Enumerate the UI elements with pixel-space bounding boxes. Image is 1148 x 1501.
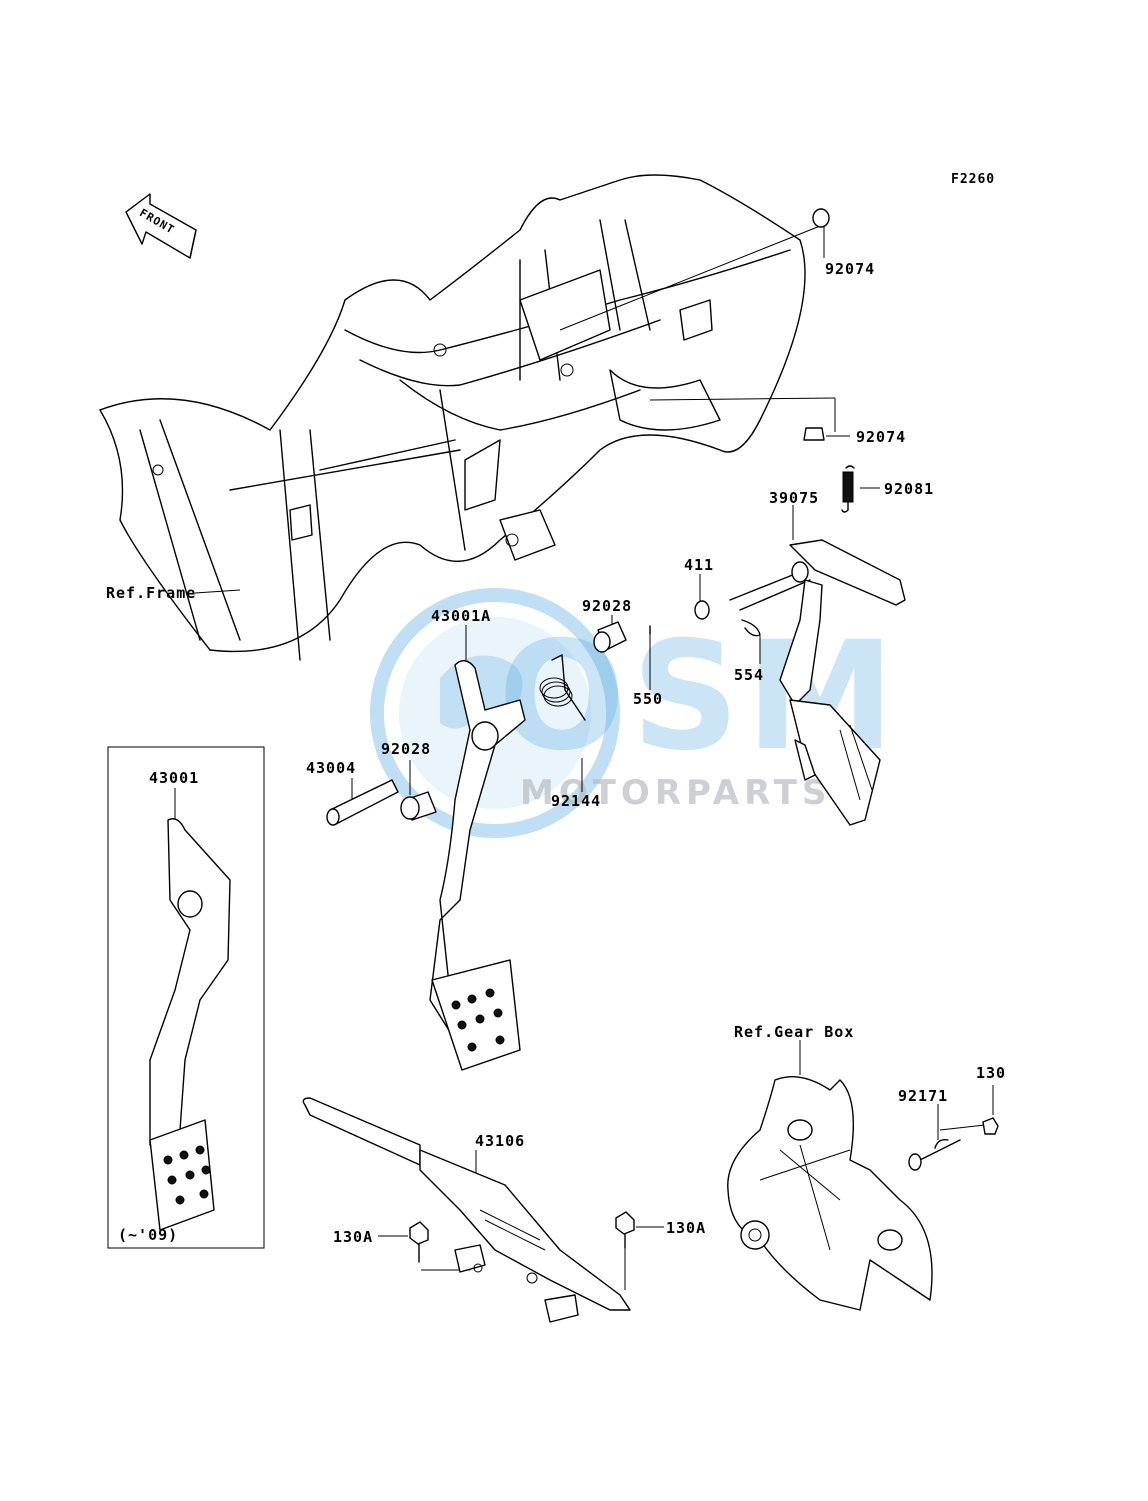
part-label-43001A: 43001A <box>431 607 492 625</box>
bolt-130A-right <box>615 1211 635 1249</box>
inset-box <box>107 746 265 1249</box>
brake-lever-39075 <box>729 539 906 826</box>
watermark-sub: MOTORPARTS <box>520 773 832 813</box>
front-arrow-icon <box>125 193 197 259</box>
brake-pedal-43001 <box>149 818 231 1231</box>
part-label-92171: 92171 <box>898 1087 949 1105</box>
part-label-92144: 92144 <box>551 792 602 810</box>
ref-frame-label: Ref.Frame <box>106 584 197 602</box>
cap-92074-mid <box>803 427 825 441</box>
figure-code: F2260 <box>951 172 996 187</box>
part-label-130: 130 <box>976 1064 1007 1082</box>
part-label-43004: 43004 <box>306 759 357 777</box>
pin-43004 <box>326 779 399 826</box>
part-label-411: 411 <box>684 556 715 574</box>
part-label-39075: 39075 <box>769 489 820 507</box>
part-label-92074-top: 92074 <box>825 260 876 278</box>
ref-gear-box-label: Ref.Gear Box <box>734 1023 855 1041</box>
part-label-554: 554 <box>734 666 765 684</box>
cap-92074-top <box>812 208 830 228</box>
washer-411 <box>694 600 710 620</box>
part-label-92081: 92081 <box>884 480 935 498</box>
part-label-92028-a: 92028 <box>582 597 633 615</box>
part-label-130A-right: 130A <box>666 1219 707 1237</box>
part-label-43106: 43106 <box>475 1132 526 1150</box>
clip-554 <box>741 619 761 637</box>
inset-note: (~'09) <box>118 1226 179 1244</box>
part-label-92074-mid: 92074 <box>856 428 907 446</box>
part-label-43001: 43001 <box>149 769 200 787</box>
pin-92171 <box>908 1138 961 1171</box>
gear-box-drawing <box>727 1076 933 1311</box>
frame-drawing <box>99 174 806 661</box>
part-label-92028-b: 92028 <box>381 740 432 758</box>
spring-92144 <box>539 654 586 721</box>
bolt-130 <box>982 1117 999 1135</box>
brake-pedal-43001A <box>429 660 526 1071</box>
part-label-550: 550 <box>633 690 664 708</box>
spring-92081 <box>841 465 855 513</box>
parking-lever-43106 <box>302 1097 631 1323</box>
bolt-130A-left <box>409 1221 429 1263</box>
part-label-130A-left: 130A <box>333 1228 374 1246</box>
